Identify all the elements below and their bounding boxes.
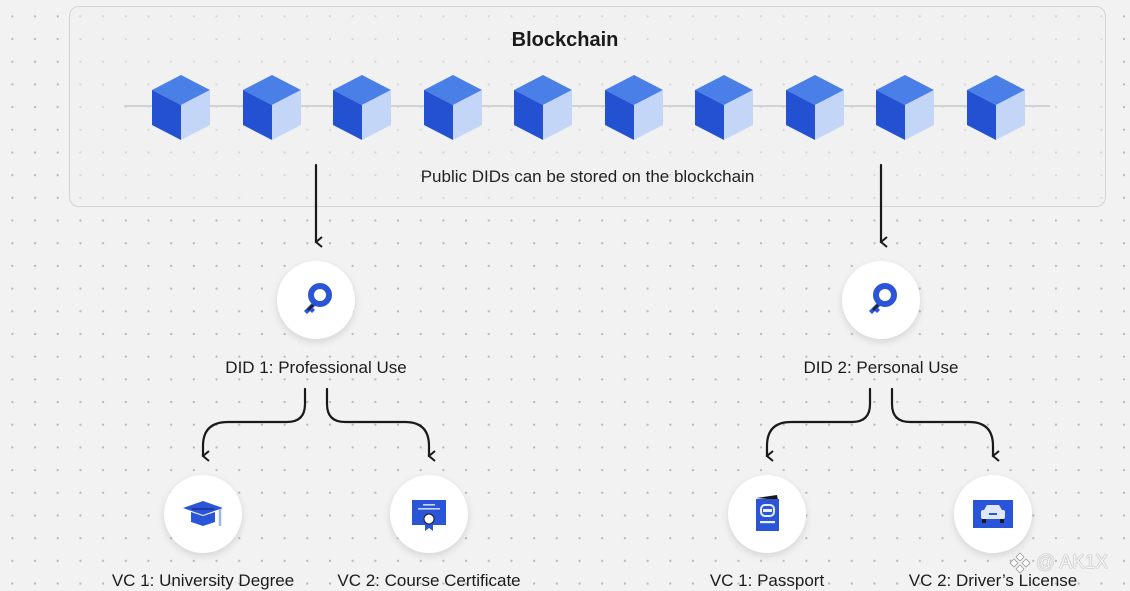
passport-icon: [756, 495, 779, 531]
vc-course-certificate-node: [390, 475, 468, 553]
block-cube: [331, 72, 393, 142]
block-cube: [241, 72, 303, 142]
key-icon: [869, 283, 897, 314]
vc-passport-node: [728, 475, 806, 553]
blockchain-caption: Public DIDs can be stored on the blockch…: [420, 167, 755, 186]
blockchain-title: Blockchain: [511, 29, 619, 51]
watermark: @ AK1X: [1008, 551, 1108, 575]
chain-link-line: [124, 105, 1050, 107]
arrow-did1-to-vc2: [325, 387, 436, 462]
graduation-cap-icon: [183, 501, 223, 526]
vc-course-certificate-label: VC 2: Course Certificate: [337, 571, 521, 590]
vc-university-degree-node: [164, 475, 242, 553]
vc-passport-label: VC 1: Passport: [709, 571, 825, 590]
arrow-did1-to-vc1: [201, 387, 307, 462]
arrow-did2-to-vc1: [765, 387, 872, 462]
vc-drivers-license-node: [954, 475, 1032, 553]
binance-logo-icon: [1009, 552, 1031, 574]
block-cube: [512, 72, 574, 142]
did1-node: [277, 261, 355, 339]
arrow-did2-to-vc2: [890, 387, 1000, 462]
watermark-text: @ AK1X: [1036, 552, 1109, 573]
block-cube: [603, 72, 665, 142]
vc-university-degree-label: VC 1: University Degree: [111, 571, 295, 590]
block-cube: [150, 72, 212, 142]
block-cube: [693, 72, 755, 142]
vc-drivers-license-label: VC 2: Driver’s License: [908, 571, 1078, 590]
key-icon: [304, 283, 332, 314]
did1-label: DID 1: Professional Use: [225, 358, 407, 377]
block-cube: [874, 72, 936, 142]
block-cube: [784, 72, 846, 142]
block-cube: [965, 72, 1027, 142]
certificate-icon: [412, 500, 446, 531]
car-license-icon: [973, 500, 1013, 528]
did2-node: [842, 261, 920, 339]
block-cube: [422, 72, 484, 142]
did2-label: DID 2: Personal Use: [803, 358, 959, 377]
